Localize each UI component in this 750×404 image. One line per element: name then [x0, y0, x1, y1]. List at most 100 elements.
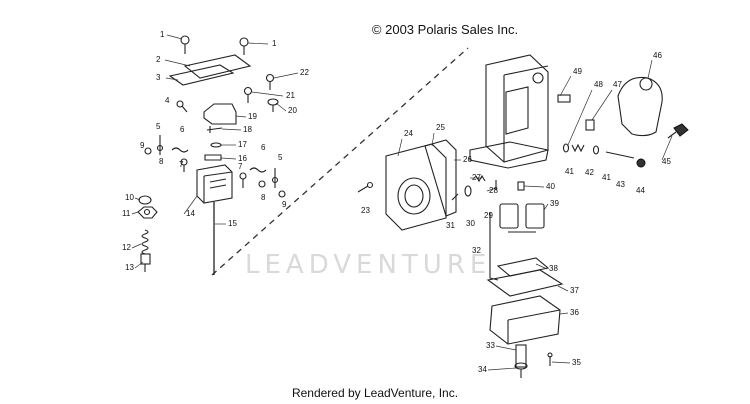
callout-c33: 33 [486, 341, 495, 350]
callout-c36: 36 [570, 308, 579, 317]
callout-c28: 28 [489, 186, 498, 195]
gasket-3 [168, 64, 235, 86]
dashed-separator [211, 47, 469, 276]
callout-c12: 12 [122, 243, 131, 252]
callout-c31: 31 [446, 221, 455, 230]
callout-c1b: 1 [272, 39, 277, 48]
callout-c6b: 6 [261, 143, 266, 152]
callout-c17: 17 [238, 140, 247, 149]
callout-c22: 22 [300, 68, 309, 77]
callout-c14: 14 [186, 209, 195, 218]
callout-c46: 46 [653, 51, 662, 60]
callout-c32: 32 [472, 246, 481, 255]
washer-30 [464, 185, 472, 197]
bolt-7-right [239, 172, 247, 188]
callout-c47: 47 [613, 80, 622, 89]
screw-23 [357, 181, 374, 193]
footer-credit: Rendered by LeadVenture, Inc. [291, 386, 459, 400]
clip-18 [206, 126, 223, 133]
callout-c7a: 7 [179, 160, 184, 169]
copyright-text: © 2003 Polaris Sales Inc. [371, 22, 519, 37]
bushing-16 [204, 154, 222, 161]
screw-22 [265, 73, 275, 90]
callout-c5b: 5 [278, 153, 283, 162]
callout-c39: 39 [550, 199, 559, 208]
spring-6-left [171, 147, 189, 153]
callout-c41a: 41 [565, 167, 574, 176]
callout-c34: 34 [478, 365, 487, 374]
callout-c11: 11 [122, 209, 131, 218]
callout-c15: 15 [228, 219, 237, 228]
screw-1a [180, 35, 190, 54]
callout-c18: 18 [243, 125, 252, 134]
bolt-7-left [180, 158, 188, 172]
washer-17 [210, 142, 222, 148]
callout-c7b: 7 [238, 162, 243, 171]
callout-c3: 3 [156, 73, 161, 82]
gasket-37 [486, 269, 564, 297]
pin-31 [451, 193, 459, 201]
callout-c29: 29 [484, 211, 493, 220]
copyright-notice: © 2003 Polaris Sales Inc. [0, 22, 750, 37]
callout-c41b: 41 [602, 173, 611, 182]
nut-8-right [258, 180, 266, 188]
screw-4 [176, 100, 188, 113]
callout-c9a: 9 [140, 141, 145, 150]
screw-1b [239, 37, 249, 55]
callout-c21: 21 [286, 91, 295, 100]
housing-46 [617, 76, 663, 137]
bolt-45 [667, 123, 689, 139]
spring-12 [141, 229, 149, 255]
float-block-14 [196, 164, 233, 204]
watermark: LEADVENTURE [245, 250, 492, 280]
callout-c20: 20 [288, 106, 297, 115]
gasket-25 [424, 139, 457, 217]
callout-c27: 27 [472, 173, 481, 182]
washer-41b [592, 145, 600, 155]
nut-9-right [278, 190, 286, 198]
callout-c25: 25 [436, 123, 445, 132]
left-parts-group [137, 35, 286, 275]
lever-5-right [271, 168, 279, 188]
callout-c16: 16 [238, 154, 247, 163]
leader-lines [131, 34, 673, 371]
callout-c5a: 5 [156, 122, 161, 131]
spring-6-right [249, 167, 267, 173]
callout-c37: 37 [570, 286, 579, 295]
plug-47 [585, 119, 595, 131]
plug-44 [636, 158, 646, 168]
tube-49 [557, 94, 571, 103]
rod-29 [489, 212, 499, 281]
washer-41a [562, 143, 570, 153]
callout-c43: 43 [616, 180, 625, 189]
gasket-38 [496, 257, 550, 277]
callout-c13: 13 [125, 263, 134, 272]
callout-c6a: 6 [180, 125, 185, 134]
callout-c42: 42 [585, 168, 594, 177]
callout-c49: 49 [573, 67, 582, 76]
jet-13 [140, 253, 151, 272]
callout-c35: 35 [572, 358, 581, 367]
callout-c23: 23 [361, 206, 370, 215]
callout-c30: 30 [466, 219, 475, 228]
screw-35 [547, 352, 553, 366]
callout-c8b: 8 [261, 193, 266, 202]
right-parts-group [357, 54, 689, 378]
callout-c38: 38 [549, 264, 558, 273]
spring-27 [475, 174, 486, 183]
screw-21 [243, 86, 253, 103]
callout-c10: 10 [125, 193, 134, 202]
drain-jet-33 [514, 344, 528, 378]
valve-40 [517, 181, 525, 191]
callout-c44: 44 [636, 186, 645, 195]
lever-5-left [156, 135, 164, 155]
nut-11 [137, 206, 158, 219]
screw-43 [605, 151, 635, 159]
nut-10 [138, 195, 152, 205]
callout-c24: 24 [404, 129, 413, 138]
callout-c26: 26 [463, 155, 472, 164]
callout-c48: 48 [594, 80, 603, 89]
bracket-19 [203, 103, 237, 125]
